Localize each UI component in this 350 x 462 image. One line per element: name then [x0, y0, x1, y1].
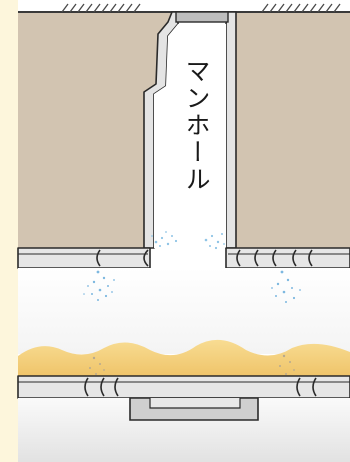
surface-hatch-left — [61, 3, 141, 13]
leak-spray-left — [83, 270, 115, 301]
leak-spray-shaft-right — [204, 233, 225, 250]
lower-pipe — [17, 375, 350, 399]
soil-left — [18, 12, 172, 248]
leak-spray-shaft-left — [151, 231, 178, 247]
upper-pipe — [17, 247, 350, 269]
leak-spray-right — [271, 270, 301, 303]
cavity — [18, 268, 350, 354]
surface-hatch-right — [261, 3, 341, 13]
leak-spray-lower-left — [89, 356, 105, 375]
leak-spray-lower-right — [279, 354, 295, 375]
manhole-shaft — [143, 11, 237, 249]
manhole-base-step — [149, 398, 241, 409]
soil-right — [232, 12, 350, 248]
manhole-label: マンホール — [182, 58, 211, 193]
sand-layer — [18, 339, 350, 376]
